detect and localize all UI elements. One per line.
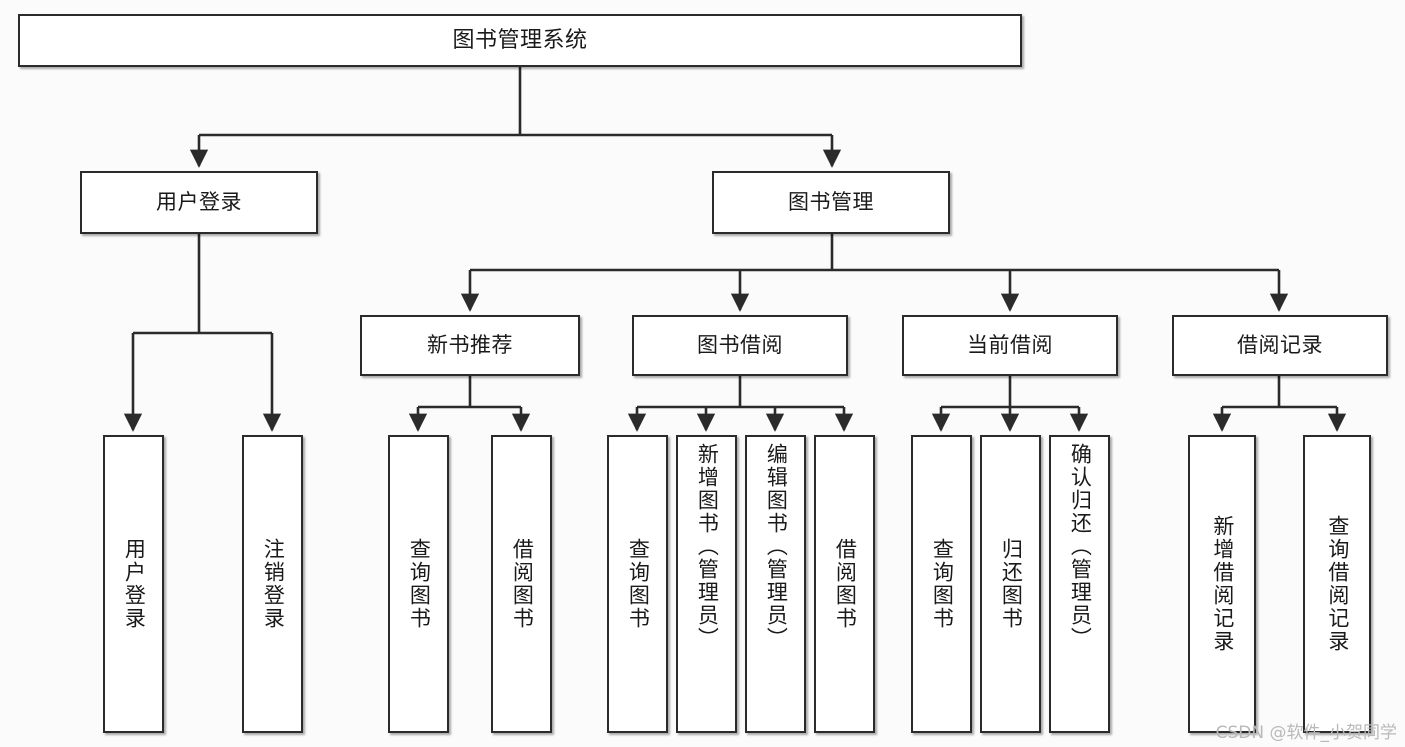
node-current-borrow-label: 当前借阅 — [967, 333, 1053, 358]
node-leaf-add-borrow-record[interactable]: 新增借阅记录 — [1188, 435, 1256, 733]
node-leaf-edit-book-admin-label: 编辑图书（管理员） — [764, 443, 789, 650]
node-leaf-borrow-book-1[interactable]: 借阅图书 — [491, 435, 552, 733]
node-leaf-query-book-1[interactable]: 查询图书 — [388, 435, 449, 733]
node-book-borrow[interactable]: 图书借阅 — [632, 315, 848, 376]
node-root-label: 图书管理系统 — [452, 27, 588, 53]
node-new-book-recommend-label: 新书推荐 — [427, 333, 513, 358]
node-leaf-borrow-book-2[interactable]: 借阅图书 — [814, 435, 875, 733]
node-leaf-return-book-label: 归还图书 — [999, 538, 1024, 630]
node-leaf-edit-book-admin[interactable]: 编辑图书（管理员） — [745, 435, 806, 733]
node-user-login-label: 用户登录 — [156, 190, 242, 215]
node-root[interactable]: 图书管理系统 — [18, 14, 1022, 67]
node-current-borrow[interactable]: 当前借阅 — [902, 315, 1118, 376]
node-leaf-logout-login-label: 注销登录 — [261, 538, 286, 630]
node-leaf-borrow-book-2-label: 借阅图书 — [833, 538, 858, 630]
node-leaf-query-book-3[interactable]: 查询图书 — [911, 435, 972, 733]
node-leaf-add-borrow-record-label: 新增借阅记录 — [1210, 515, 1235, 653]
node-book-borrow-label: 图书借阅 — [697, 333, 783, 358]
node-leaf-confirm-return-admin[interactable]: 确认归还（管理员） — [1049, 435, 1110, 733]
node-leaf-user-login-label: 用户登录 — [122, 538, 147, 630]
node-leaf-logout-login[interactable]: 注销登录 — [242, 435, 303, 733]
node-leaf-query-borrow-record-label: 查询借阅记录 — [1325, 515, 1350, 653]
node-book-management-label: 图书管理 — [788, 190, 874, 215]
node-borrow-record[interactable]: 借阅记录 — [1172, 315, 1388, 376]
node-leaf-return-book[interactable]: 归还图书 — [980, 435, 1041, 733]
watermark: CSDN @软件_小贺同学 — [1215, 723, 1397, 743]
node-leaf-query-book-2[interactable]: 查询图书 — [607, 435, 668, 733]
node-leaf-confirm-return-admin-label: 确认归还（管理员） — [1068, 443, 1093, 650]
node-leaf-query-book-1-label: 查询图书 — [407, 538, 432, 630]
node-leaf-user-login[interactable]: 用户登录 — [103, 435, 164, 733]
node-user-login[interactable]: 用户登录 — [80, 171, 318, 234]
node-borrow-record-label: 借阅记录 — [1237, 333, 1323, 358]
node-leaf-query-book-3-label: 查询图书 — [930, 538, 955, 630]
node-new-book-recommend[interactable]: 新书推荐 — [360, 315, 580, 376]
node-book-management[interactable]: 图书管理 — [712, 171, 950, 234]
node-leaf-add-book-admin[interactable]: 新增图书（管理员） — [676, 435, 737, 733]
node-leaf-query-borrow-record[interactable]: 查询借阅记录 — [1303, 435, 1371, 733]
node-leaf-add-book-admin-label: 新增图书（管理员） — [695, 443, 720, 650]
node-leaf-borrow-book-1-label: 借阅图书 — [510, 538, 535, 630]
node-leaf-query-book-2-label: 查询图书 — [626, 538, 651, 630]
